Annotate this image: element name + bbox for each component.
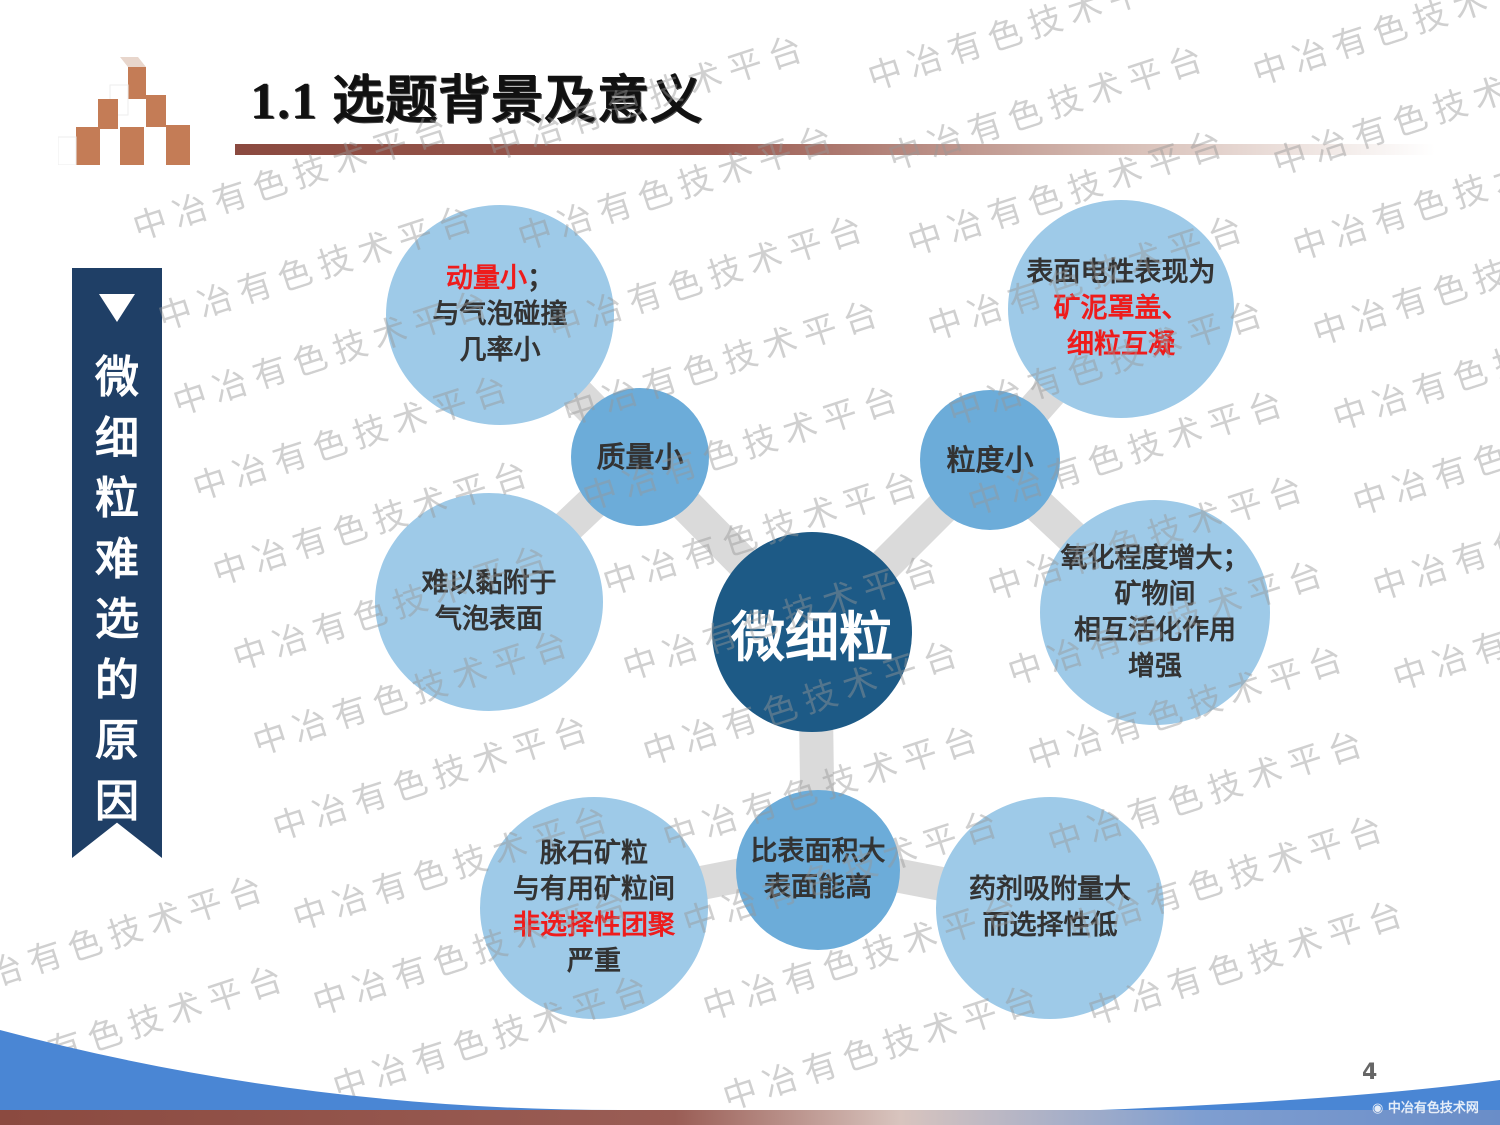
footer-wave [0, 1030, 1500, 1125]
ribbon-char: 因 [95, 775, 139, 827]
title-divider [235, 144, 1435, 155]
side-ribbon: 微 细 粒 难 选 的 原 因 [72, 268, 162, 858]
highlight-text: 动量小 [446, 263, 527, 294]
ribbon-char: 的 [95, 654, 139, 706]
ribbon-char: 难 [95, 533, 139, 585]
ribbon-char: 微 [95, 352, 139, 403]
ribbon-char: 粒 [95, 473, 139, 524]
ribbon-char: 选 [95, 594, 139, 645]
page-number: 4 [1362, 1060, 1378, 1085]
highlight-text: 细粒互凝 [1067, 329, 1175, 360]
ribbon-char: 原 [95, 715, 139, 766]
ribbon-char: 细 [95, 412, 139, 464]
triangle-down-icon [99, 294, 135, 322]
node-gangue: 脉石矿粒 与有用矿粒间 非选择性团聚 严重 [480, 797, 708, 1019]
node-size: 粒度小 [920, 390, 1060, 530]
node-momentum: 动量小； 与气泡碰撞 几率小 [386, 205, 614, 425]
highlight-text: 非选择性团聚 [513, 910, 675, 941]
node-reagent: 药剂吸附量大 而选择性低 [936, 797, 1164, 1019]
ribbon-label: 微 细 粒 难 选 的 原 因 [72, 348, 162, 832]
section-number: 1.1 [250, 73, 318, 130]
section-title: 选题背景及意义 [332, 71, 704, 131]
node-center: 微细粒 [712, 532, 912, 732]
node-oxidation: 氧化程度增大； 矿物间 相互活化作用 增强 [1040, 500, 1270, 725]
node-mass: 质量小 [571, 388, 709, 526]
highlight-text: 矿泥罩盖、 [1053, 293, 1189, 324]
globe-icon: ◉ [1372, 1101, 1388, 1116]
node-adhesion: 难以黏附于 气泡表面 [375, 493, 603, 711]
node-electric: 表面电性表现为 矿泥罩盖、 细粒互凝 [1008, 200, 1234, 418]
node-surface-area: 比表面积大 表面能高 [736, 790, 900, 950]
footer-logo: ◉ 中冶有色技术网 [1372, 1101, 1479, 1116]
logo-blocks-icon [58, 57, 190, 165]
